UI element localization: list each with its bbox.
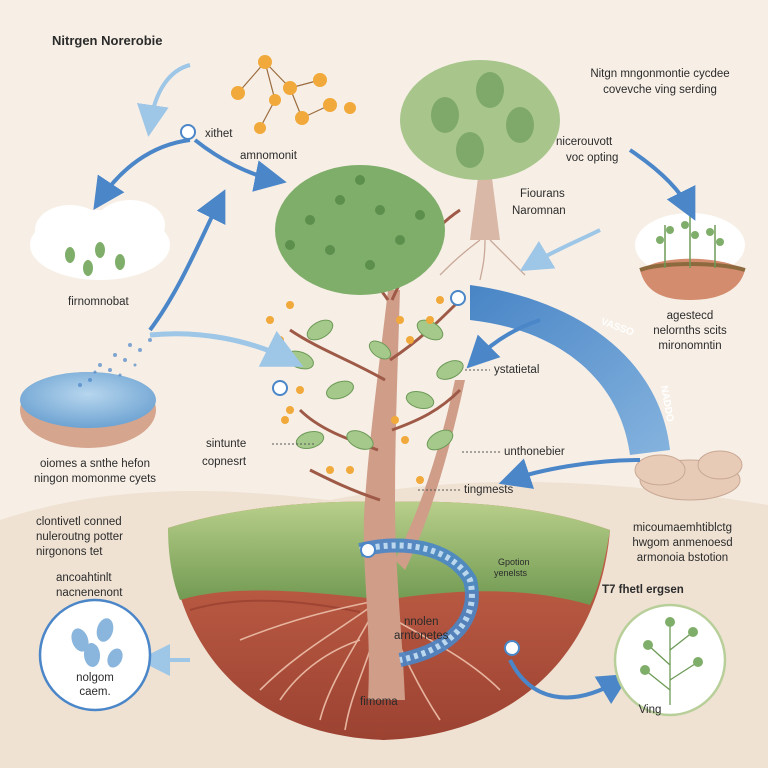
- right-soil-label-c: mironomntin: [658, 340, 722, 352]
- center-mid-label-a: Fiourans: [520, 188, 565, 200]
- right-soil-label-b: nelornths scits: [653, 325, 727, 337]
- right-soil-label-a: agestecd: [666, 310, 714, 322]
- left-pool-label-b: ningon momonme cyets: [33, 473, 157, 485]
- molecule-cluster: [231, 55, 356, 134]
- top-right-label-a: Nitgn mngonmontie cycdee: [590, 68, 730, 80]
- soil-tiny-label-a: Gpotion: [498, 557, 530, 567]
- top-right-label-b: covevche ving serding: [603, 84, 717, 96]
- cycle-arrows: [93, 63, 696, 705]
- right-soil-patch: [635, 213, 746, 300]
- small-left-label-b: amnomonit: [240, 150, 297, 162]
- circle-left-label-b: caem.: [79, 686, 111, 698]
- soil-label-b: arntonetes: [394, 630, 449, 642]
- leader-lines: [272, 369, 500, 491]
- right-low-label: T7 fhetl ergsen: [602, 584, 684, 596]
- soil-bottom-label: fimoma: [360, 696, 398, 708]
- left-low-label-a: ancoahtinlt: [56, 572, 112, 584]
- circle-right-label: Ving: [638, 704, 662, 716]
- center-mid-label-b: Naromnan: [512, 205, 566, 217]
- center-top-label-a: nicerouvott: [556, 136, 613, 148]
- tree-label-d: unthonebier: [504, 446, 565, 458]
- left-mid-label-a: clontivetl conned: [36, 516, 122, 528]
- tree-label-a: ystatietal: [494, 364, 540, 376]
- left-mid-label-c: nirgonons tet: [36, 546, 103, 558]
- left-circle-inset: [38, 598, 152, 712]
- tree-canopy: [275, 165, 445, 295]
- small-left-label-a: xithet: [205, 128, 233, 140]
- decomposition-rocks: [634, 450, 743, 501]
- tree-label-e: tingmests: [464, 484, 514, 496]
- background-tree: [400, 60, 560, 281]
- tree-label-c: copnesrt: [202, 456, 247, 468]
- left-low-label-b: nacnenenont: [56, 587, 123, 599]
- left-mid-label-b: nuleroutng potter: [36, 531, 123, 543]
- right-mid-label-b: hwgom anmenoesd: [632, 537, 733, 549]
- soil-tiny-label-b: yenelsts: [494, 568, 528, 578]
- node-markers: [180, 124, 520, 656]
- circle-left-label-a: nolgom: [76, 672, 114, 684]
- center-top-label-b: voc opting: [566, 152, 619, 164]
- right-circle-inset: [613, 603, 727, 717]
- tree-label-b: sintunte: [206, 438, 247, 450]
- left-pool-label-a: oiomes a snthe hefon: [40, 458, 150, 470]
- right-mid-label-c: armonoia bstotion: [636, 552, 729, 564]
- tree-roots: [239, 599, 501, 731]
- left-pool: [20, 338, 156, 448]
- left-cloud: [30, 200, 170, 280]
- soil-label-a: nnolen: [404, 616, 439, 628]
- tree-leaves: [286, 319, 464, 451]
- title-label: Nitrgen Norerobie: [52, 33, 163, 48]
- left-cloud-label: firnomnobat: [68, 296, 129, 308]
- right-mid-label-a: micoumaemhtiblctg: [632, 522, 733, 534]
- central-tree: [289, 208, 465, 700]
